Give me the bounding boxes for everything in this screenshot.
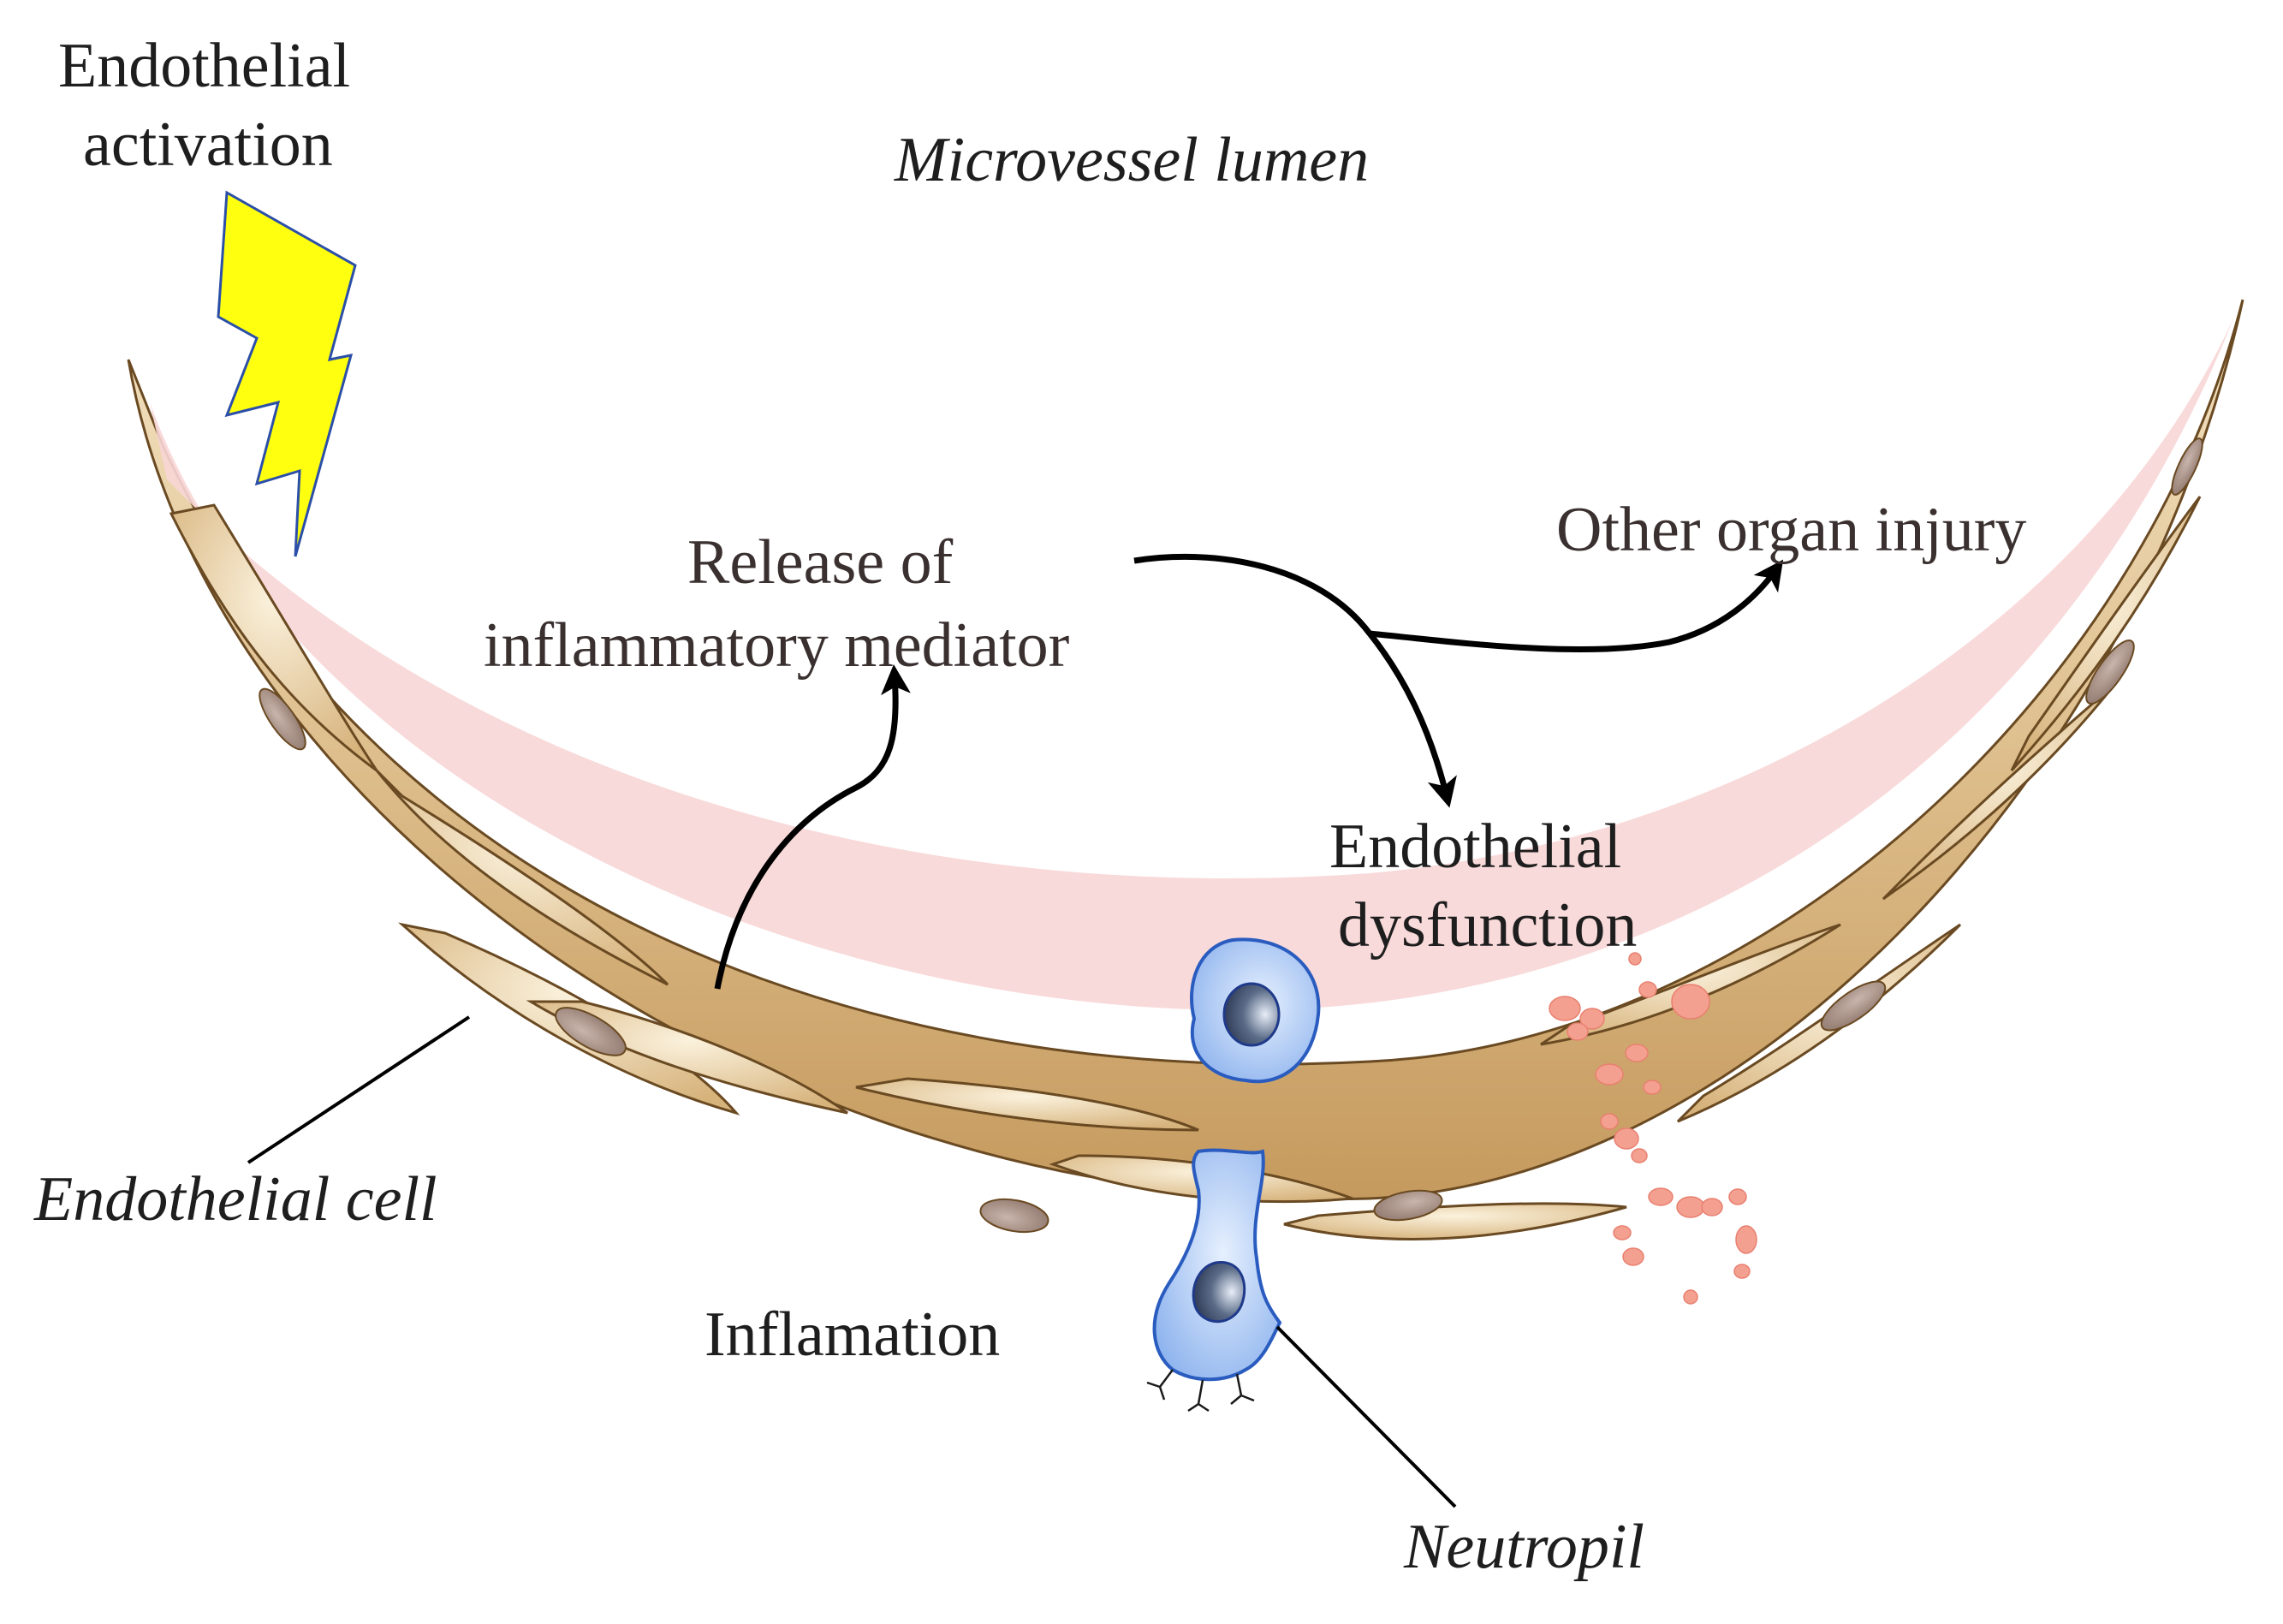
debris-particle: [1701, 1198, 1723, 1217]
neutrophil-nucleus: [1192, 1261, 1246, 1324]
leader-neutropil: [1275, 1325, 1457, 1508]
label-endothelial-activation-l2: activation: [83, 110, 333, 180]
debris-particle: [1735, 1225, 1757, 1254]
debris-particle: [1638, 981, 1657, 998]
arrow-to-dysfunction: [1133, 553, 1457, 808]
debris-particle: [1728, 1188, 1747, 1205]
arrow-to-organ-injury: [1369, 559, 1784, 653]
label-microvessel-lumen: Microvessel lumen: [895, 125, 1370, 195]
label-dysfunction-l2: dysfunction: [1338, 890, 1638, 961]
endothelial-cell: [1283, 1202, 1627, 1240]
debris-particle: [1733, 1264, 1751, 1279]
debris-particle: [1567, 1022, 1589, 1041]
label-release-l1: Release of: [687, 527, 954, 598]
debris-particle: [1676, 1196, 1705, 1218]
cell-nucleus: [555, 1007, 627, 1056]
leader-endothelial-cell: [247, 1015, 471, 1164]
debris-particle: [1613, 1225, 1632, 1240]
lumen-glycocalyx: [150, 317, 2234, 1010]
debris-particle: [1600, 1113, 1619, 1130]
debris-particle: [1622, 1247, 1644, 1266]
cell-nucleus: [259, 687, 306, 751]
neutrophil-pseudopods: [1146, 1369, 1255, 1413]
debris-particles: [1549, 952, 1757, 1305]
label-release-l2: inflammatory mediator: [484, 610, 1070, 681]
debris-particle: [1671, 984, 1710, 1020]
debris-particle: [1683, 1289, 1698, 1305]
cell-nucleus: [2171, 437, 2203, 496]
cell-nucleus: [1373, 1189, 1443, 1222]
vessel-wall: [127, 299, 2244, 1201]
debris-particle: [1614, 1127, 1639, 1150]
label-endothelial-activation-l1: Endothelial: [58, 31, 351, 101]
endothelial-cell: [169, 503, 378, 772]
arrows: [714, 553, 1784, 990]
endothelial-cell: [375, 769, 669, 986]
debris-particle: [1549, 996, 1581, 1021]
cell-nucleus: [979, 1198, 1049, 1234]
endothelial-cell: [855, 1077, 1199, 1132]
leader-lines: [247, 1015, 1457, 1508]
endothelial-cell: [1676, 923, 1962, 1123]
label-neutropil: Neutropil: [1404, 1512, 1644, 1582]
endothelial-cell: [2010, 496, 2202, 772]
debris-particle: [1631, 1148, 1648, 1163]
debris-particle: [1648, 1187, 1674, 1206]
arrow-to-release: [714, 664, 911, 990]
label-other-organ-injury: Other organ injury: [1556, 495, 2027, 565]
neutrophil-transmigrating: [1146, 1148, 1282, 1413]
debris-particle: [1628, 952, 1642, 966]
label-inflamation: Inflamation: [705, 1300, 1001, 1370]
debris-particle: [1595, 1063, 1624, 1086]
debris-particle: [1643, 1080, 1662, 1095]
neutrophil-nucleus: [1222, 982, 1281, 1047]
cell-nucleus: [2085, 639, 2135, 705]
neutrophil-lumen: [1190, 937, 1321, 1084]
debris-particle: [1625, 1044, 1649, 1062]
cell-nucleus: [1820, 980, 1887, 1032]
label-dysfunction-l1: Endothelial: [1329, 812, 1622, 882]
label-endothelial-cell: Endothelial cell: [34, 1164, 437, 1234]
debris-particle: [1579, 1008, 1605, 1030]
lightning-bolt-icon: [217, 190, 357, 557]
cell-nuclei: [259, 437, 2203, 1234]
